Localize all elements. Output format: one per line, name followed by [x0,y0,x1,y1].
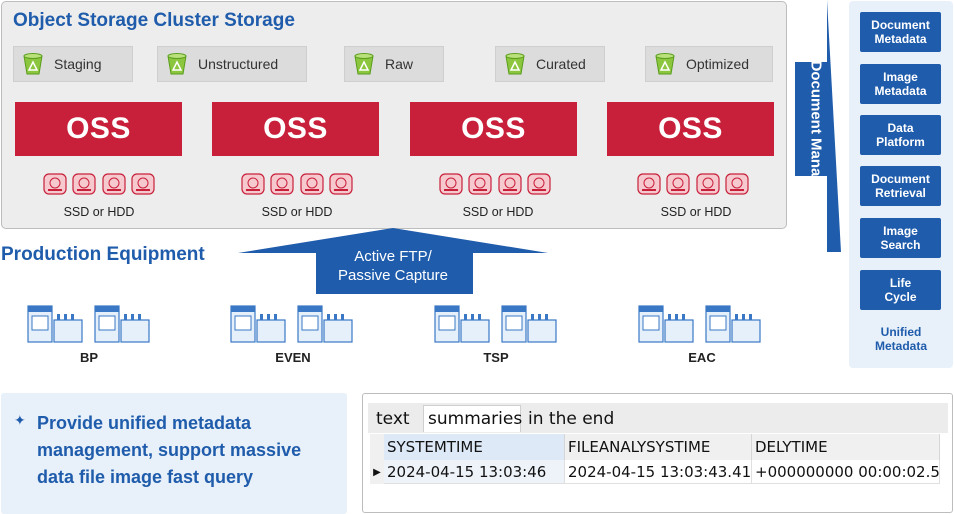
oss-node-4: OSS [607,102,774,156]
disk-icon [696,173,720,195]
disk-icon [527,173,551,195]
equipment-label-tsp: TSP [483,350,509,365]
feature-text: Provide unified metadata management, sup… [37,413,302,487]
machine-icon [94,305,150,343]
document-management-label: Document Management [807,60,825,230]
disk-label: SSD or HDD [63,205,135,219]
tab-text[interactable]: text [376,408,410,429]
column-header[interactable]: SYSTEMTIME [384,434,565,460]
machine-icon [297,305,353,343]
tab-in-the-end[interactable]: in the end [528,408,615,429]
disk-icon [102,173,126,195]
disk-icon [270,173,294,195]
bucket-icon [354,53,374,75]
bucket-label: Staging [54,56,102,72]
oss-node-1: OSS [15,102,182,156]
table-cell[interactable]: +000000000 00:00:02.58100 [752,460,940,484]
equipment-label-eac: EAC [688,350,716,365]
row-pointer-icon[interactable]: ▶ [370,460,384,484]
bucket-unstructured: Unstructured [157,46,307,82]
disk-icon [300,173,324,195]
oss-node-3: OSS [410,102,577,156]
machine-icon [27,305,83,343]
column-header[interactable]: FILEANALYSYSTIME [565,434,752,460]
cluster-title: Object Storage Cluster Storage [13,10,295,31]
disk-group-4 [637,171,749,197]
table-cell[interactable]: 2024-04-15 13:03:43.41900 [565,460,752,484]
document-management-label-box: Document Management [796,60,836,230]
bucket-label: Unstructured [198,56,279,72]
bucket-label: Curated [536,56,586,72]
bucket-raw: Raw [344,46,444,82]
disk-icon [131,173,155,195]
machine-icon [434,305,490,343]
disk-icon [72,173,96,195]
bucket-staging: Staging [13,46,133,82]
bucket-optimized: Optimized [645,46,773,82]
oss-node-2: OSS [212,102,379,156]
feature-box [1,393,347,514]
bucket-icon [23,53,43,75]
bucket-icon [505,53,525,75]
equipment-label-bp: BP [79,350,99,365]
disk-icon [725,173,749,195]
table-cell[interactable]: 2024-04-15 13:03:46 [384,460,565,484]
machine-icon [638,305,694,343]
machine-icon [230,305,286,343]
machine-icon [501,305,557,343]
disk-icon [468,173,492,195]
bucket-icon [167,53,187,75]
capture-label: Active FTP/Passive Capture [337,248,449,284]
disk-icon [666,173,690,195]
capture-arrow [238,228,548,294]
equipment-label-even: EVEN [275,350,311,365]
document-management-arrow [795,0,841,252]
bucket-icon [655,53,675,75]
production-equipment-title: Production Equipment [1,244,205,265]
disk-group-1 [43,171,155,197]
disk-label: SSD or HDD [462,205,534,219]
disk-icon [498,173,522,195]
disk-icon [637,173,661,195]
disk-group-3 [439,171,551,197]
disk-icon [329,173,353,195]
machine-icon [705,305,761,343]
column-header[interactable]: DELYTIME [752,434,940,460]
bucket-label: Raw [385,56,414,72]
disk-icon [439,173,463,195]
bullet-icon: ✦ [14,412,26,428]
disk-label: SSD or HDD [660,205,732,219]
bucket-curated: Curated [495,46,605,82]
tab-summaries[interactable]: summaries [423,405,522,432]
disk-icon [43,173,67,195]
disk-icon [241,173,265,195]
disk-label: SSD or HDD [261,205,333,219]
disk-group-2 [241,171,353,197]
bucket-label: Optimized [686,56,750,72]
